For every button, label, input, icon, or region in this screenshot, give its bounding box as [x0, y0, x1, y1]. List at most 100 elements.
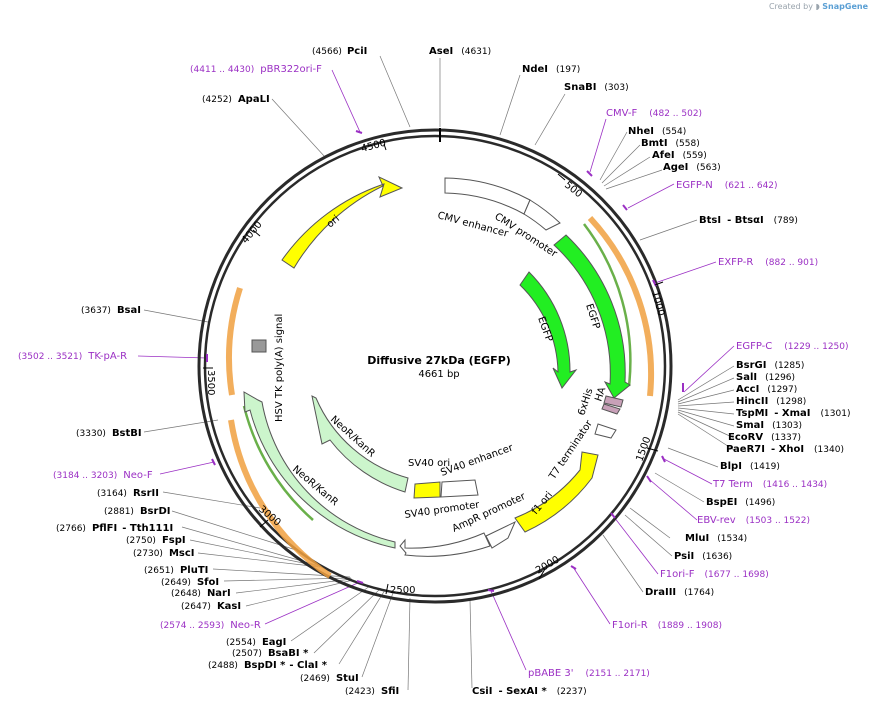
feature-cmv-promoter: [523, 199, 561, 231]
enzyme-bspei: BspEI(1496): [706, 497, 775, 508]
primer-leader-lines: [137, 69, 735, 671]
credit-brand: SnapGene: [822, 2, 868, 11]
primer-labels: (4411 .. 4430)pBR322ori-F CMV-F(482 .. 5…: [18, 64, 849, 679]
primer-f1ori-r: F1ori-R(1889 .. 1908): [612, 620, 722, 631]
feature-f1-ori: [514, 451, 599, 533]
tick-500: 500: [562, 180, 584, 200]
feature-egfp-outer: [553, 234, 631, 399]
tick-1000: 1000: [649, 290, 666, 317]
enzyme-ecorv: EcoRV(1337): [728, 432, 801, 443]
ring-feature-bands: [226, 215, 655, 579]
neo-orange-band: [228, 419, 332, 579]
enzyme-btsi: BtsI- BtsαI(789): [699, 215, 798, 226]
neo-green-line: [242, 405, 314, 521]
primer-pbabe-3: pBABE 3'(2151 .. 2171): [528, 668, 650, 679]
enzyme-bsrgi: BsrGI(1285): [736, 360, 804, 371]
feature-sv40-promoter: [399, 532, 491, 557]
credit-prefix: Created by: [768, 2, 813, 11]
egfp-orange-band: [587, 215, 655, 397]
feature-ha: [601, 403, 621, 415]
enzyme-stui: (2469)StuI: [300, 673, 359, 684]
feature-hsv-tk-polya: [251, 339, 267, 353]
plasmid-name: Diffusive 27kDa (EGFP): [367, 354, 511, 367]
tick-2500: 2500: [390, 585, 415, 596]
enzyme-fspi: (2750)FspI: [126, 535, 186, 546]
enzyme-tspmi: TspMI- XmaI(1301): [736, 408, 850, 419]
enzyme-pcii: (4566)PciI: [312, 46, 367, 57]
primer-exfp-r: EXFP-R(882 .. 901): [718, 257, 818, 268]
enzyme-snabi: SnaBI(303): [564, 82, 629, 93]
enzyme-afei: AfeI(559): [652, 150, 707, 161]
tick-4000: 4000: [240, 219, 265, 246]
plasmid-length: 4661 bp: [418, 369, 459, 380]
tk-orange-band: [226, 287, 243, 396]
primer-cmv-f: CMV-F(482 .. 502): [606, 108, 702, 119]
primer-neo-f: (3184 .. 3203)Neo-F: [53, 470, 153, 481]
feature-label-sv40-enhancer: SV40 enhancer: [439, 442, 515, 479]
enzyme-smai: SmaI(1303): [736, 420, 802, 431]
feature-arrows: [243, 175, 631, 557]
feature-neo-inner: [311, 395, 409, 493]
enzyme-paer7i: PaeR7I- XhoI(1340): [726, 444, 844, 455]
enzyme-draiii: DraIII(1764): [645, 587, 714, 598]
enzyme-bspdi: (2488)BspDI *- ClaI *: [208, 660, 328, 671]
primer-f1ori-f: F1ori-F(1677 .. 1698): [660, 569, 769, 580]
primer-pbr322ori-f: (4411 .. 4430)pBR322ori-F: [190, 64, 322, 75]
enzyme-csii: CsiI- SexAI *(2237): [472, 686, 587, 697]
feature-egfp-inner: [519, 271, 578, 389]
snapgene-credit: Created by ◗ SnapGene: [769, 2, 868, 11]
enzyme-asei: AseI(4631): [429, 46, 491, 57]
snapgene-logo-icon: ◗: [815, 2, 820, 11]
enzyme-eagi: (2554)EagI: [226, 637, 286, 648]
backbone-outer-ring: [197, 128, 673, 604]
enzyme-pluti: (2651)PluTI: [144, 565, 208, 576]
backbone-inner-ring: [203, 134, 667, 598]
feature-ampr-promoter: [485, 520, 516, 549]
enzyme-mlui: MluI(1534): [685, 533, 747, 544]
feature-label-sv40-ori: SV40 ori: [408, 458, 450, 469]
enzyme-bstbi: (3330)BstBI: [76, 428, 142, 439]
enzyme-nhei: NheI(554): [628, 126, 686, 137]
enzyme-kasi: (2647)KasI: [181, 601, 241, 612]
enzyme-agei: AgeI(563): [663, 162, 721, 173]
enzyme-msci: (2730)MscI: [133, 548, 195, 559]
enzyme-rsrii: (3164)RsrII: [97, 488, 159, 499]
enzyme-sfii: (2423)SfiI: [345, 686, 399, 697]
feature-label-ha: HA: [593, 386, 608, 403]
primer-ebv-rev: EBV-rev(1503 .. 1522): [697, 515, 810, 526]
feature-label-hsv-tk-polya: HSV TK poly(A) signal: [274, 314, 285, 422]
feature-t7-terminator: [594, 423, 617, 439]
enzyme-hincii: HincII(1298): [736, 396, 806, 407]
egfp-green-line: [583, 223, 632, 387]
primer-tk-pa-r: (3502 .. 3521)TK-pA-R: [18, 351, 127, 362]
enzyme-apali: (4252)ApaLI: [202, 94, 270, 105]
feature-sv40-ori: [413, 481, 441, 499]
enzyme-blpi: BlpI(1419): [720, 461, 780, 472]
enzyme-sfoi: (2649)SfoI: [161, 577, 219, 588]
enzyme-nari: (2648)NarI: [171, 588, 231, 599]
enzyme-bsabi: (2507)BsaBI *: [232, 648, 309, 659]
primer-neo-r: (2574 .. 2593)Neo-R: [160, 620, 261, 631]
enzyme-bsai: (3637)BsaI: [81, 305, 141, 316]
scale-ticks: [203, 143, 664, 595]
feature-ori-arrow: [281, 175, 404, 269]
feature-cmv-enhancer: [444, 177, 531, 215]
enzyme-ndei: NdeI(197): [522, 64, 580, 75]
feature-sv40-enhancer: [440, 479, 479, 498]
enzyme-labels: (4566)PciI AseI(4631) NdeI(197) SnaBI(30…: [56, 46, 850, 697]
enzyme-sali: SalI(1296): [736, 372, 795, 383]
enzyme-bmti: BmtI(558): [641, 138, 700, 149]
feature-neo-outer: [243, 391, 396, 549]
primer-marks: [206, 130, 684, 592]
primer-egfp-n: EGFP-N(621 .. 642): [676, 180, 778, 191]
enzyme-pflfi: (2766)PflFI- Tth111I: [56, 523, 173, 534]
feature-label-6xhis: 6xHis: [576, 387, 595, 417]
feature-6xhis: [603, 395, 624, 408]
enzyme-bsrdi: (2881)BsrDI: [104, 506, 170, 517]
primer-t7-term: T7 Term(1416 .. 1434): [712, 479, 827, 490]
tick-3500: 3500: [205, 370, 216, 395]
primer-egfp-c: EGFP-C(1229 .. 1250): [736, 341, 849, 352]
enzyme-acci: AccI(1297): [736, 384, 797, 395]
enzyme-psii: PsiI(1636): [674, 551, 732, 562]
